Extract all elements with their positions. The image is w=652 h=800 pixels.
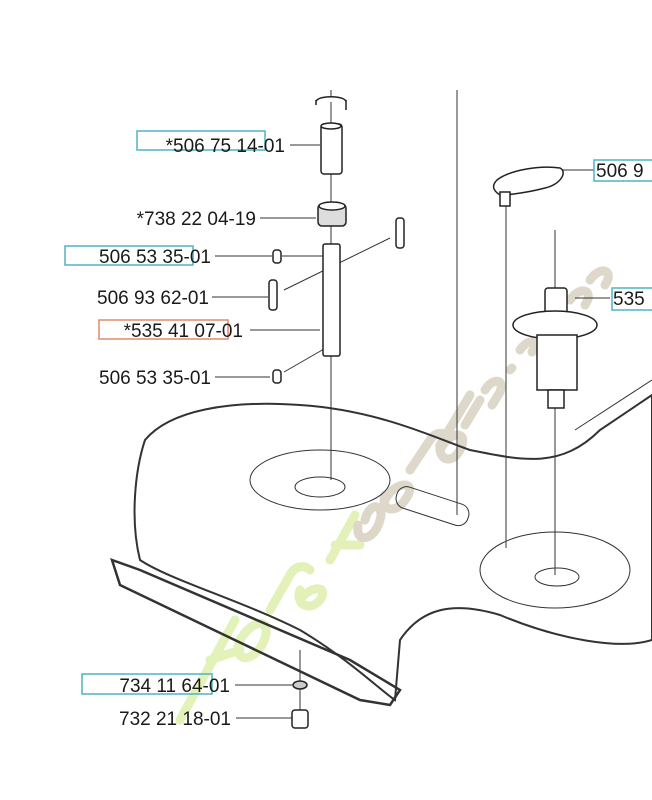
part-labels: *506 75 14-01 *738 22 04-19 506 53 35-01… xyxy=(97,136,645,730)
part-label[interactable]: *535 41 07-01 xyxy=(124,321,243,342)
highlight-box-cyan xyxy=(81,673,213,695)
parts xyxy=(268,96,598,729)
highlight-box-cyan xyxy=(136,130,266,151)
part-label[interactable]: 732 21 18-01 xyxy=(119,709,231,730)
part-label[interactable]: 506 53 35-01 xyxy=(99,247,211,268)
part-label[interactable]: 734 11 64-01 xyxy=(119,676,230,697)
part-label[interactable]: 535 xyxy=(613,289,645,310)
part-label[interactable]: *738 22 04-19 xyxy=(137,209,256,230)
highlight-box-cyan xyxy=(611,287,652,311)
part-label[interactable]: 506 9 xyxy=(596,161,644,182)
part-label[interactable]: 506 93 62-01 xyxy=(97,288,209,309)
part-label[interactable]: 506 53 35-01 xyxy=(99,368,211,389)
highlight-boxes xyxy=(64,130,652,695)
highlight-box-cyan xyxy=(593,159,652,182)
highlight-box-orange xyxy=(98,319,229,340)
part-label[interactable]: *506 75 14-01 xyxy=(166,136,285,157)
highlight-box-cyan xyxy=(64,245,194,266)
mower-deck xyxy=(110,393,652,707)
watermark-logo xyxy=(175,266,613,725)
